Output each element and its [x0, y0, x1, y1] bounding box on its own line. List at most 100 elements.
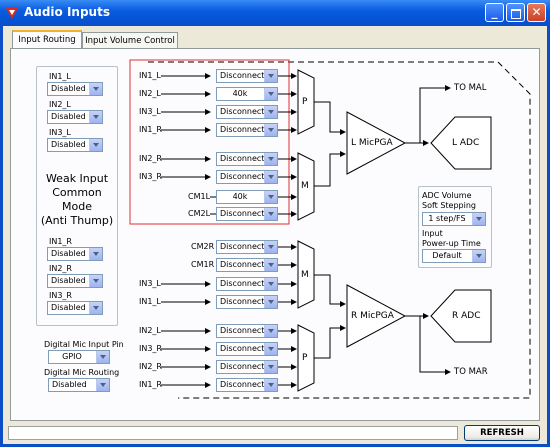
chevron-down-icon[interactable]	[264, 379, 277, 391]
select-value: 40k	[232, 89, 248, 98]
chevron-down-icon[interactable]	[89, 248, 102, 260]
select-value: Disconnected	[220, 326, 275, 335]
route-r-in3r-select[interactable]: Disconnected	[216, 342, 278, 356]
in1l-select[interactable]: Disabled	[47, 82, 103, 96]
route-r-in1r-select[interactable]: Disconnected	[216, 378, 278, 392]
mux-m-right	[297, 240, 315, 309]
chevron-down-icon[interactable]	[264, 106, 277, 118]
close-button[interactable]: ✕	[527, 3, 546, 22]
tab-label: Input Routing	[18, 35, 76, 45]
route-r-in2l-label: IN2_L	[139, 326, 161, 335]
route-cm2l-select[interactable]: Disconnected	[216, 207, 278, 221]
digital-mic-routing-select[interactable]: Disabled	[48, 378, 110, 392]
in1r-select[interactable]: Disabled	[47, 247, 103, 261]
route-in2l-select[interactable]: 40k	[216, 87, 278, 101]
chevron-down-icon[interactable]	[264, 124, 277, 136]
route-cm2l-label: CM2L	[188, 209, 211, 218]
select-value: Disabled	[51, 276, 86, 285]
route-r-in1l-select[interactable]: Disconnected	[216, 295, 278, 309]
chevron-down-icon[interactable]	[89, 302, 102, 314]
chevron-down-icon[interactable]	[89, 275, 102, 287]
select-value: Disconnected	[220, 380, 275, 389]
select-value: Disconnected	[220, 344, 275, 353]
in2r-label: IN2_R	[49, 264, 72, 273]
chevron-down-icon[interactable]	[264, 296, 277, 308]
select-value: Disconnected	[220, 71, 275, 80]
power-up-time-select[interactable]: Default	[422, 249, 486, 263]
in3r-select[interactable]: Disabled	[47, 301, 103, 315]
route-cm1r-select[interactable]: Disconnected	[216, 258, 278, 272]
window-frame	[0, 26, 550, 447]
chevron-down-icon[interactable]	[472, 250, 485, 262]
chevron-down-icon[interactable]	[264, 208, 277, 220]
route-in1r-select[interactable]: Disconnected	[216, 123, 278, 137]
route-in2l-label: IN2_L	[139, 89, 161, 98]
in2l-select[interactable]: Disabled	[47, 110, 103, 124]
route-r-in3r-label: IN3_R	[139, 344, 162, 353]
route-in2r-label: IN2_R	[139, 154, 162, 163]
in2r-select[interactable]: Disabled	[47, 274, 103, 288]
route-r-in1l-label: IN1_L	[139, 297, 161, 306]
heading-line: Common Mode	[52, 186, 102, 213]
chevron-down-icon[interactable]	[89, 111, 102, 123]
chevron-down-icon[interactable]	[264, 191, 277, 203]
route-in3r-select[interactable]: Disconnected	[216, 170, 278, 184]
mux-p-left	[297, 69, 315, 135]
chevron-down-icon[interactable]	[89, 139, 102, 151]
chevron-down-icon[interactable]	[264, 278, 277, 290]
maximize-button[interactable]	[506, 3, 525, 22]
select-value: Disconnected	[220, 209, 275, 218]
select-value: Disabled	[51, 112, 86, 121]
left-routing-lines	[161, 73, 297, 217]
digital-mic-routing-label: Digital Mic Routing	[44, 368, 120, 377]
tab-input-volume-control[interactable]: Input Volume Control	[82, 32, 178, 50]
route-cm2r-select[interactable]: Disconnected	[216, 240, 278, 254]
in1r-label: IN1_R	[49, 237, 72, 246]
soft-stepping-select[interactable]: 1 step/FS	[422, 212, 486, 226]
chevron-down-icon[interactable]	[264, 361, 277, 373]
digital-mic-pin-select[interactable]: GPIO	[48, 350, 110, 364]
select-value: Default	[432, 251, 462, 260]
route-in1l-select[interactable]: Disconnected	[216, 69, 278, 83]
route-in3l-select[interactable]: Disconnected	[216, 105, 278, 119]
chevron-down-icon[interactable]	[264, 325, 277, 337]
minimize-icon: _	[491, 5, 498, 19]
chevron-down-icon[interactable]	[96, 379, 109, 391]
in3l-select[interactable]: Disabled	[47, 138, 103, 152]
chevron-down-icon[interactable]	[264, 70, 277, 82]
route-r-in2r-label: IN2_R	[139, 362, 162, 371]
route-cm2r-label: CM2R	[191, 242, 215, 251]
route-r-in2l-select[interactable]: Disconnected	[216, 324, 278, 338]
select-value: Disabled	[51, 140, 86, 149]
route-r-in3l-select[interactable]: Disconnected	[216, 277, 278, 291]
chevron-down-icon[interactable]	[264, 153, 277, 165]
r-micpga-shape	[346, 284, 407, 348]
chevron-down-icon[interactable]	[264, 241, 277, 253]
route-in1r-label: IN1_R	[139, 125, 162, 134]
chevron-down-icon[interactable]	[472, 213, 485, 225]
minimize-button[interactable]: _	[485, 3, 504, 22]
select-value: Disconnected	[220, 172, 275, 181]
l-micpga-shape	[346, 111, 407, 175]
select-value: Disconnected	[220, 279, 275, 288]
tab-input-routing[interactable]: Input Routing	[12, 30, 82, 50]
chevron-down-icon[interactable]	[264, 259, 277, 271]
route-in2r-select[interactable]: Disconnected	[216, 152, 278, 166]
to-mar-label: TO MAR	[454, 367, 488, 377]
chevron-down-icon[interactable]	[89, 83, 102, 95]
route-cm1l-select[interactable]: 40k	[216, 190, 278, 204]
in3r-label: IN3_R	[49, 291, 72, 300]
chevron-down-icon[interactable]	[96, 351, 109, 363]
refresh-button[interactable]: REFRESH	[464, 425, 540, 441]
chevron-down-icon[interactable]	[264, 343, 277, 355]
chevron-down-icon[interactable]	[264, 88, 277, 100]
mux-p-left-label: P	[302, 97, 308, 107]
window-title: Audio Inputs	[24, 5, 110, 19]
highlight-box	[129, 59, 290, 225]
l-adc-shape	[430, 116, 492, 170]
chevron-down-icon[interactable]	[264, 171, 277, 183]
select-value: Disabled	[51, 249, 86, 258]
select-value: 40k	[232, 192, 248, 201]
route-r-in2r-select[interactable]: Disconnected	[216, 360, 278, 374]
